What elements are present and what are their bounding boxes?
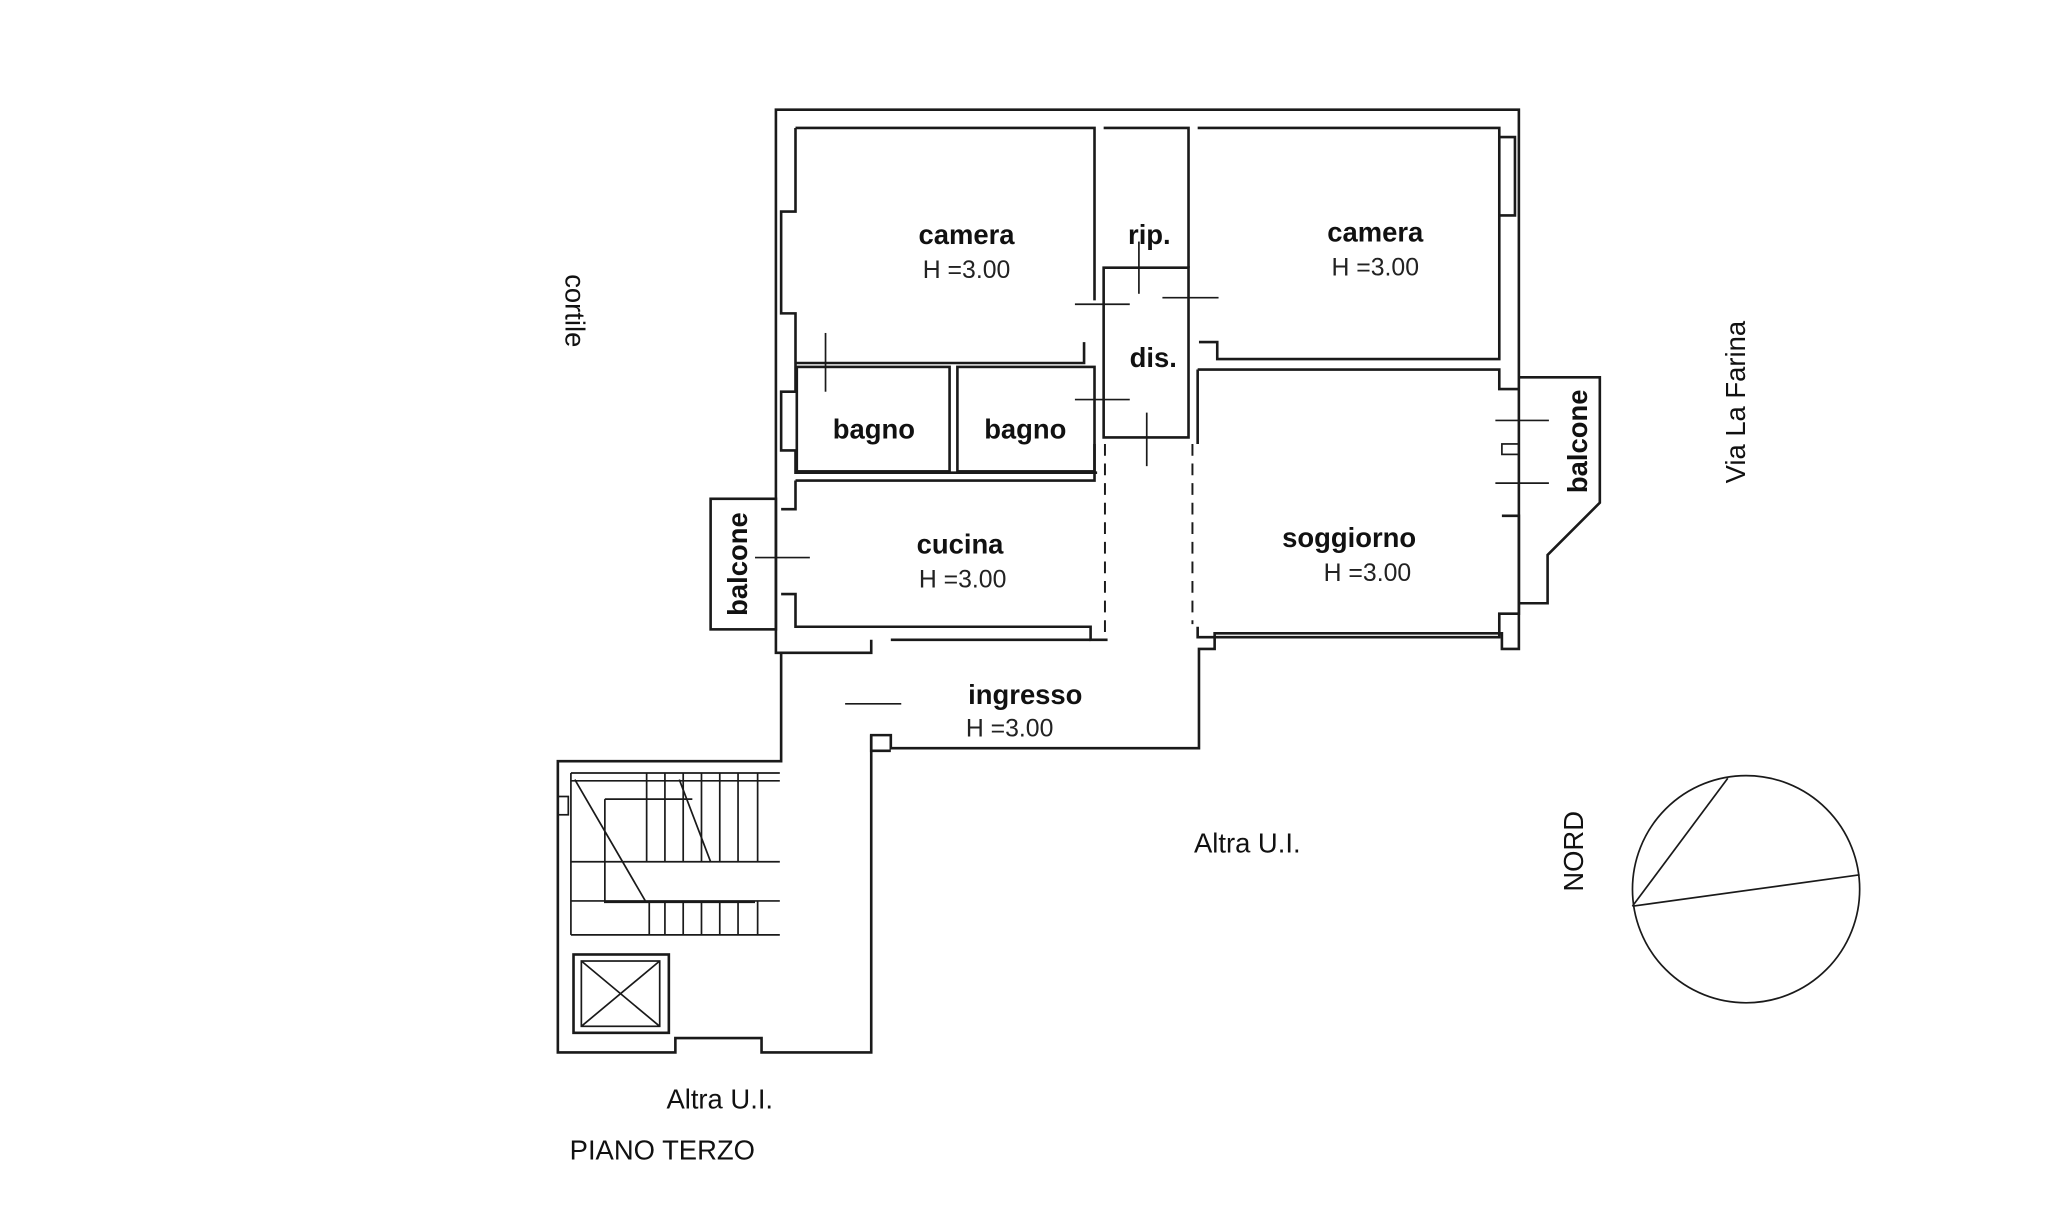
elevator-shaft — [580, 960, 661, 1028]
bagno-2-label: bagno — [984, 414, 1066, 445]
north-label: NORD — [1558, 811, 1589, 892]
balcony-right: balcone — [1518, 376, 1602, 605]
other-unit-bottom-label: Altra U.I. — [666, 1084, 773, 1115]
dis-label: dis. — [1130, 342, 1177, 373]
ingresso-height: H =3.00 — [966, 715, 1054, 742]
camera-right-height: H =3.00 — [1331, 255, 1419, 282]
rip-label: rip. — [1128, 219, 1171, 250]
cucina-label: cucina — [917, 529, 1005, 560]
bagno-1-label: bagno — [833, 414, 915, 445]
soggiorno-label: soggiorno — [1282, 522, 1416, 553]
room-labels: camera H =3.00 rip. camera H =3.00 dis. … — [833, 217, 1424, 743]
other-unit-right-label: Altra U.I. — [1194, 828, 1301, 859]
balcony-left: balcone — [709, 497, 778, 631]
stairwell — [557, 772, 780, 1035]
balcone-right-label: balcone — [1562, 390, 1593, 494]
camera-left-label: camera — [919, 219, 1016, 250]
partitions — [795, 266, 1194, 640]
north-compass: NORD — [1558, 774, 1861, 1004]
cucina-height: H =3.00 — [919, 567, 1007, 594]
door-marks — [755, 241, 1549, 705]
cortile-label: cortile — [560, 274, 591, 347]
street-label: Via La Farina — [1720, 320, 1751, 483]
ingresso-label: ingresso — [968, 679, 1082, 710]
camera-right-label: camera — [1327, 217, 1424, 248]
camera-left-height: H =3.00 — [923, 257, 1011, 284]
balcone-left-label: balcone — [722, 512, 753, 616]
floor-title: PIANO TERZO — [570, 1134, 755, 1165]
soggiorno-height: H =3.00 — [1324, 560, 1412, 587]
